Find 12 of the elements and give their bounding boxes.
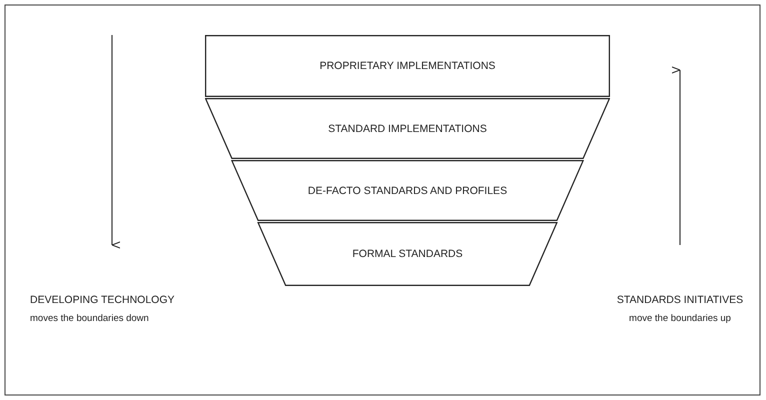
caption-heading: STANDARDS INITIATIVES	[616, 294, 744, 306]
layer-band	[205, 98, 610, 159]
caption-heading: DEVELOPING TECHNOLOGY	[30, 294, 175, 306]
layer-label: STANDARD IMPLEMENTATIONS	[327, 122, 488, 136]
caption-text: move the boundaries up	[629, 313, 731, 324]
layer-label: FORMAL STANDARDS	[351, 247, 464, 261]
caption-text: moves the boundaries down	[30, 313, 149, 324]
layer-label: DE-FACTO STANDARDS AND PROFILES	[306, 184, 508, 198]
layer-band	[231, 160, 584, 221]
layer-label: PROPRIETARY IMPLEMENTATIONS	[318, 59, 496, 73]
layer-band	[205, 35, 610, 97]
layer-band	[257, 222, 558, 286]
